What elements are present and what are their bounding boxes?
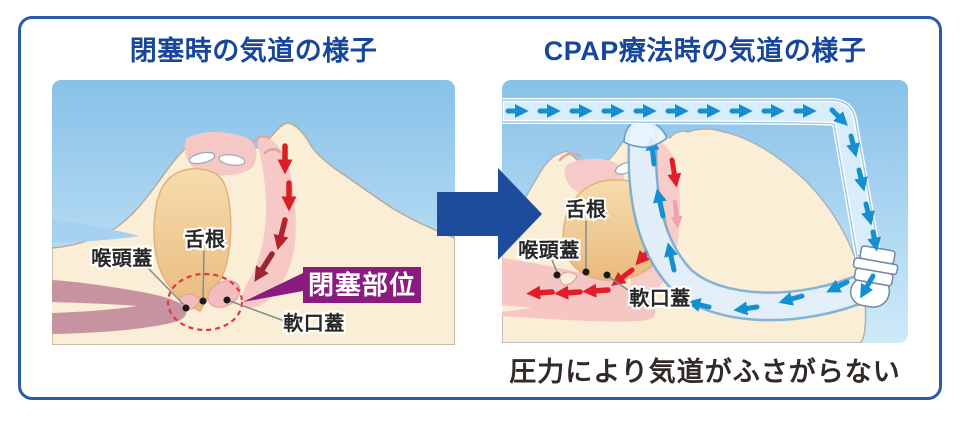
epiglottis <box>559 271 578 286</box>
caption-text: 圧力により気道がふさがらない <box>509 357 901 387</box>
neck-sky-wedge <box>52 219 140 243</box>
obstructed-airway-illustration: 喉頭蓋 舌根 軟口蓋 閉塞部位 <box>52 80 455 345</box>
left-panel-title: 閉塞時の気道の様子 <box>129 36 378 66</box>
obstruction-badge-label: 閉塞部位 <box>308 270 416 300</box>
badge-pointer <box>243 273 303 302</box>
obstruction-badge <box>303 267 421 303</box>
red-airflow-arrows <box>254 143 297 282</box>
label-dots <box>553 268 611 279</box>
label-lines <box>147 250 291 324</box>
nostril-detail <box>252 134 282 155</box>
label-lines <box>551 221 635 295</box>
label-soft-palate: 軟口蓋 <box>283 311 345 335</box>
right-panel-title: CPAP療法時の気道の様子 <box>543 36 867 66</box>
soft-palate <box>207 280 241 308</box>
label-tongue-base: 舌根 <box>566 197 607 221</box>
cpap-airway-illustration: 舌根 喉頭蓋 軟口蓋 <box>502 80 908 343</box>
mask-strap-tube <box>627 119 883 322</box>
pharynx-passage <box>242 135 296 308</box>
throat-slit <box>52 302 138 313</box>
label-tongue-base: 舌根 <box>185 227 226 251</box>
lip-detail <box>558 152 582 162</box>
label-dots <box>182 296 231 312</box>
label-epiglottis: 喉頭蓋 <box>91 246 153 270</box>
throat-slit <box>502 305 532 312</box>
obstruction-ellipse <box>166 272 244 332</box>
transition-arrow-icon <box>437 168 542 260</box>
tube-airflow-arrows <box>505 104 882 299</box>
blue-airflow-arrows <box>645 136 850 316</box>
teeth <box>188 151 246 166</box>
label-epiglottis: 喉頭蓋 <box>518 238 580 262</box>
label-soft-palate: 軟口蓋 <box>629 286 691 310</box>
